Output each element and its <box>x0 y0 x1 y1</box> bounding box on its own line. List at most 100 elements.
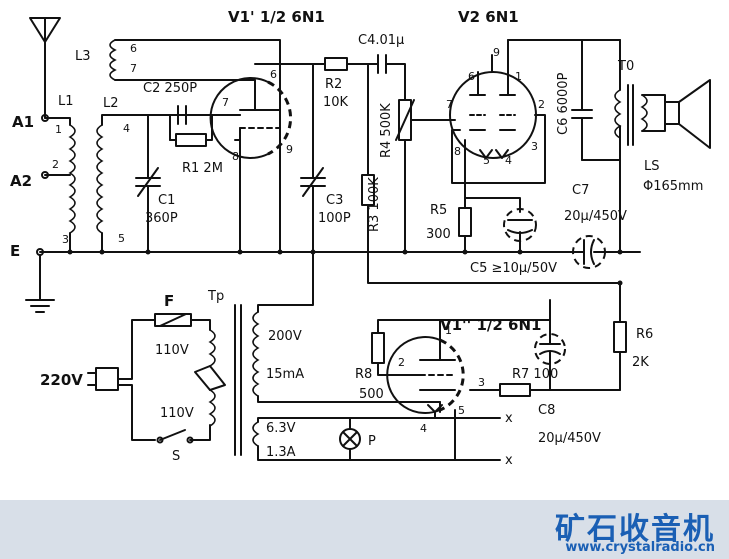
site-url: www.crystalradio.cn <box>565 540 715 555</box>
label-ls: LS <box>644 159 660 174</box>
label-r5: R5 <box>430 203 447 218</box>
fuse-f <box>154 313 192 327</box>
label-c6: C6 6000P <box>556 72 571 135</box>
label-6-3v: 6.3V <box>266 421 296 436</box>
label-t0: T0 <box>617 59 634 74</box>
label-a2: A2 <box>10 172 32 190</box>
speaker-ls <box>641 79 711 149</box>
label-v1b: V1'' 1/2 6N1 <box>440 316 541 334</box>
label-r8: R8 <box>355 367 372 382</box>
label-r2: R2 <box>325 77 342 92</box>
svg-text:5: 5 <box>118 232 125 245</box>
label-r6: R6 <box>636 327 653 342</box>
svg-text:7: 7 <box>222 96 229 109</box>
primary-winding-upper <box>208 329 216 367</box>
svg-text:4: 4 <box>420 422 427 435</box>
site-logo-text: 矿石收音机 <box>555 512 715 547</box>
label-l3: L3 <box>75 49 91 64</box>
label-c1: C1 <box>158 193 175 208</box>
label-c8-value: 20μ/450V <box>538 431 601 446</box>
svg-text:2: 2 <box>398 356 405 369</box>
label-r6-value: 2K <box>632 355 649 370</box>
coil-l3 <box>109 39 117 81</box>
svg-text:8: 8 <box>454 145 461 158</box>
resistor-r5 <box>458 207 472 237</box>
svg-text:5: 5 <box>483 154 490 167</box>
coil-l1 <box>68 124 76 234</box>
svg-text:2: 2 <box>52 158 59 171</box>
capacitor-c3 <box>300 63 326 253</box>
secondary-heater-winding <box>252 421 260 447</box>
svg-text:1: 1 <box>55 123 62 136</box>
watermark-footer: 矿石收音机 www.crystalradio.cn <box>0 500 729 559</box>
label-ls-value: Φ165mm <box>643 179 703 194</box>
label-110v-lower: 110V <box>160 406 194 421</box>
label-a1: A1 <box>12 113 34 131</box>
primary-winding-lower <box>208 389 216 427</box>
svg-text:6: 6 <box>270 68 277 81</box>
coil-l2 <box>96 124 104 234</box>
label-r7: R7 100 <box>512 367 558 382</box>
svg-text:5: 5 <box>458 404 465 417</box>
capacitor-c6 <box>571 39 593 161</box>
svg-text:1: 1 <box>445 324 452 337</box>
label-c3-value: 100P <box>318 211 351 226</box>
label-p: P <box>368 434 376 449</box>
label-c4: C4.01μ <box>358 33 404 48</box>
label-c3: C3 <box>326 193 343 208</box>
pilot-lamp-p <box>339 417 361 461</box>
svg-text:1: 1 <box>515 70 522 83</box>
label-c7: C7 <box>572 183 589 198</box>
label-c8: C8 <box>538 403 555 418</box>
capacitor-c1 <box>135 114 161 253</box>
transformer-tp-core <box>234 304 242 456</box>
svg-text:4: 4 <box>123 122 130 135</box>
mains-plug <box>87 367 119 391</box>
resistor-r8 <box>371 332 385 364</box>
label-200v: 200V <box>268 329 302 344</box>
svg-text:3: 3 <box>62 233 69 246</box>
label-r1: R1 2M <box>182 161 223 176</box>
secondary-hv-winding <box>252 311 260 397</box>
label-c1-value: 360P <box>145 211 178 226</box>
svg-text:6: 6 <box>468 70 475 83</box>
label-c7-value: 20μ/450V <box>564 209 627 224</box>
label-r8-value: 500 <box>359 387 384 402</box>
svg-text:9: 9 <box>493 46 500 59</box>
label-c2: C2 250P <box>143 81 197 96</box>
svg-text:4: 4 <box>505 154 512 167</box>
label-15ma: 15mA <box>266 367 304 382</box>
svg-text:6: 6 <box>130 42 137 55</box>
svg-text:8: 8 <box>232 150 239 163</box>
svg-text:7: 7 <box>130 62 137 75</box>
resistor-r2 <box>324 57 348 71</box>
tube-v2 <box>449 71 537 159</box>
svg-text:9: 9 <box>286 143 293 156</box>
label-l2: L2 <box>103 96 119 111</box>
label-e: E <box>10 242 20 260</box>
antenna-symbol <box>29 17 61 119</box>
svg-text:3: 3 <box>531 140 538 153</box>
label-s: S <box>172 449 180 464</box>
svg-text:2: 2 <box>538 98 545 111</box>
label-x2: x <box>505 453 513 468</box>
label-tp: Tp <box>207 289 224 304</box>
label-1-3a: 1.3A <box>266 445 296 460</box>
resistor-r6 <box>613 321 627 353</box>
radio-schematic: A1 A2 E L1 1 2 3 L2 4 5 L3 6 7 C1 360P <box>10 8 711 468</box>
label-220v: 220V <box>40 371 83 389</box>
svg-text:3: 3 <box>478 376 485 389</box>
tube-v1a <box>209 77 292 159</box>
transformer-t0 <box>614 84 648 146</box>
label-v2: V2 6N1 <box>458 8 519 26</box>
label-110v-upper: 110V <box>155 343 189 358</box>
label-r4: R4 500K <box>379 103 394 158</box>
label-c5: C5 ≥10μ/50V <box>470 261 557 276</box>
label-x1: x <box>505 411 513 426</box>
ground-symbol <box>25 254 55 313</box>
capacitor-c8 <box>534 299 566 391</box>
label-r5-value: 300 <box>426 227 451 242</box>
label-r2-value: 10K <box>323 95 349 110</box>
label-f: F <box>164 292 174 310</box>
label-v1a: V1' 1/2 6N1 <box>228 8 325 26</box>
